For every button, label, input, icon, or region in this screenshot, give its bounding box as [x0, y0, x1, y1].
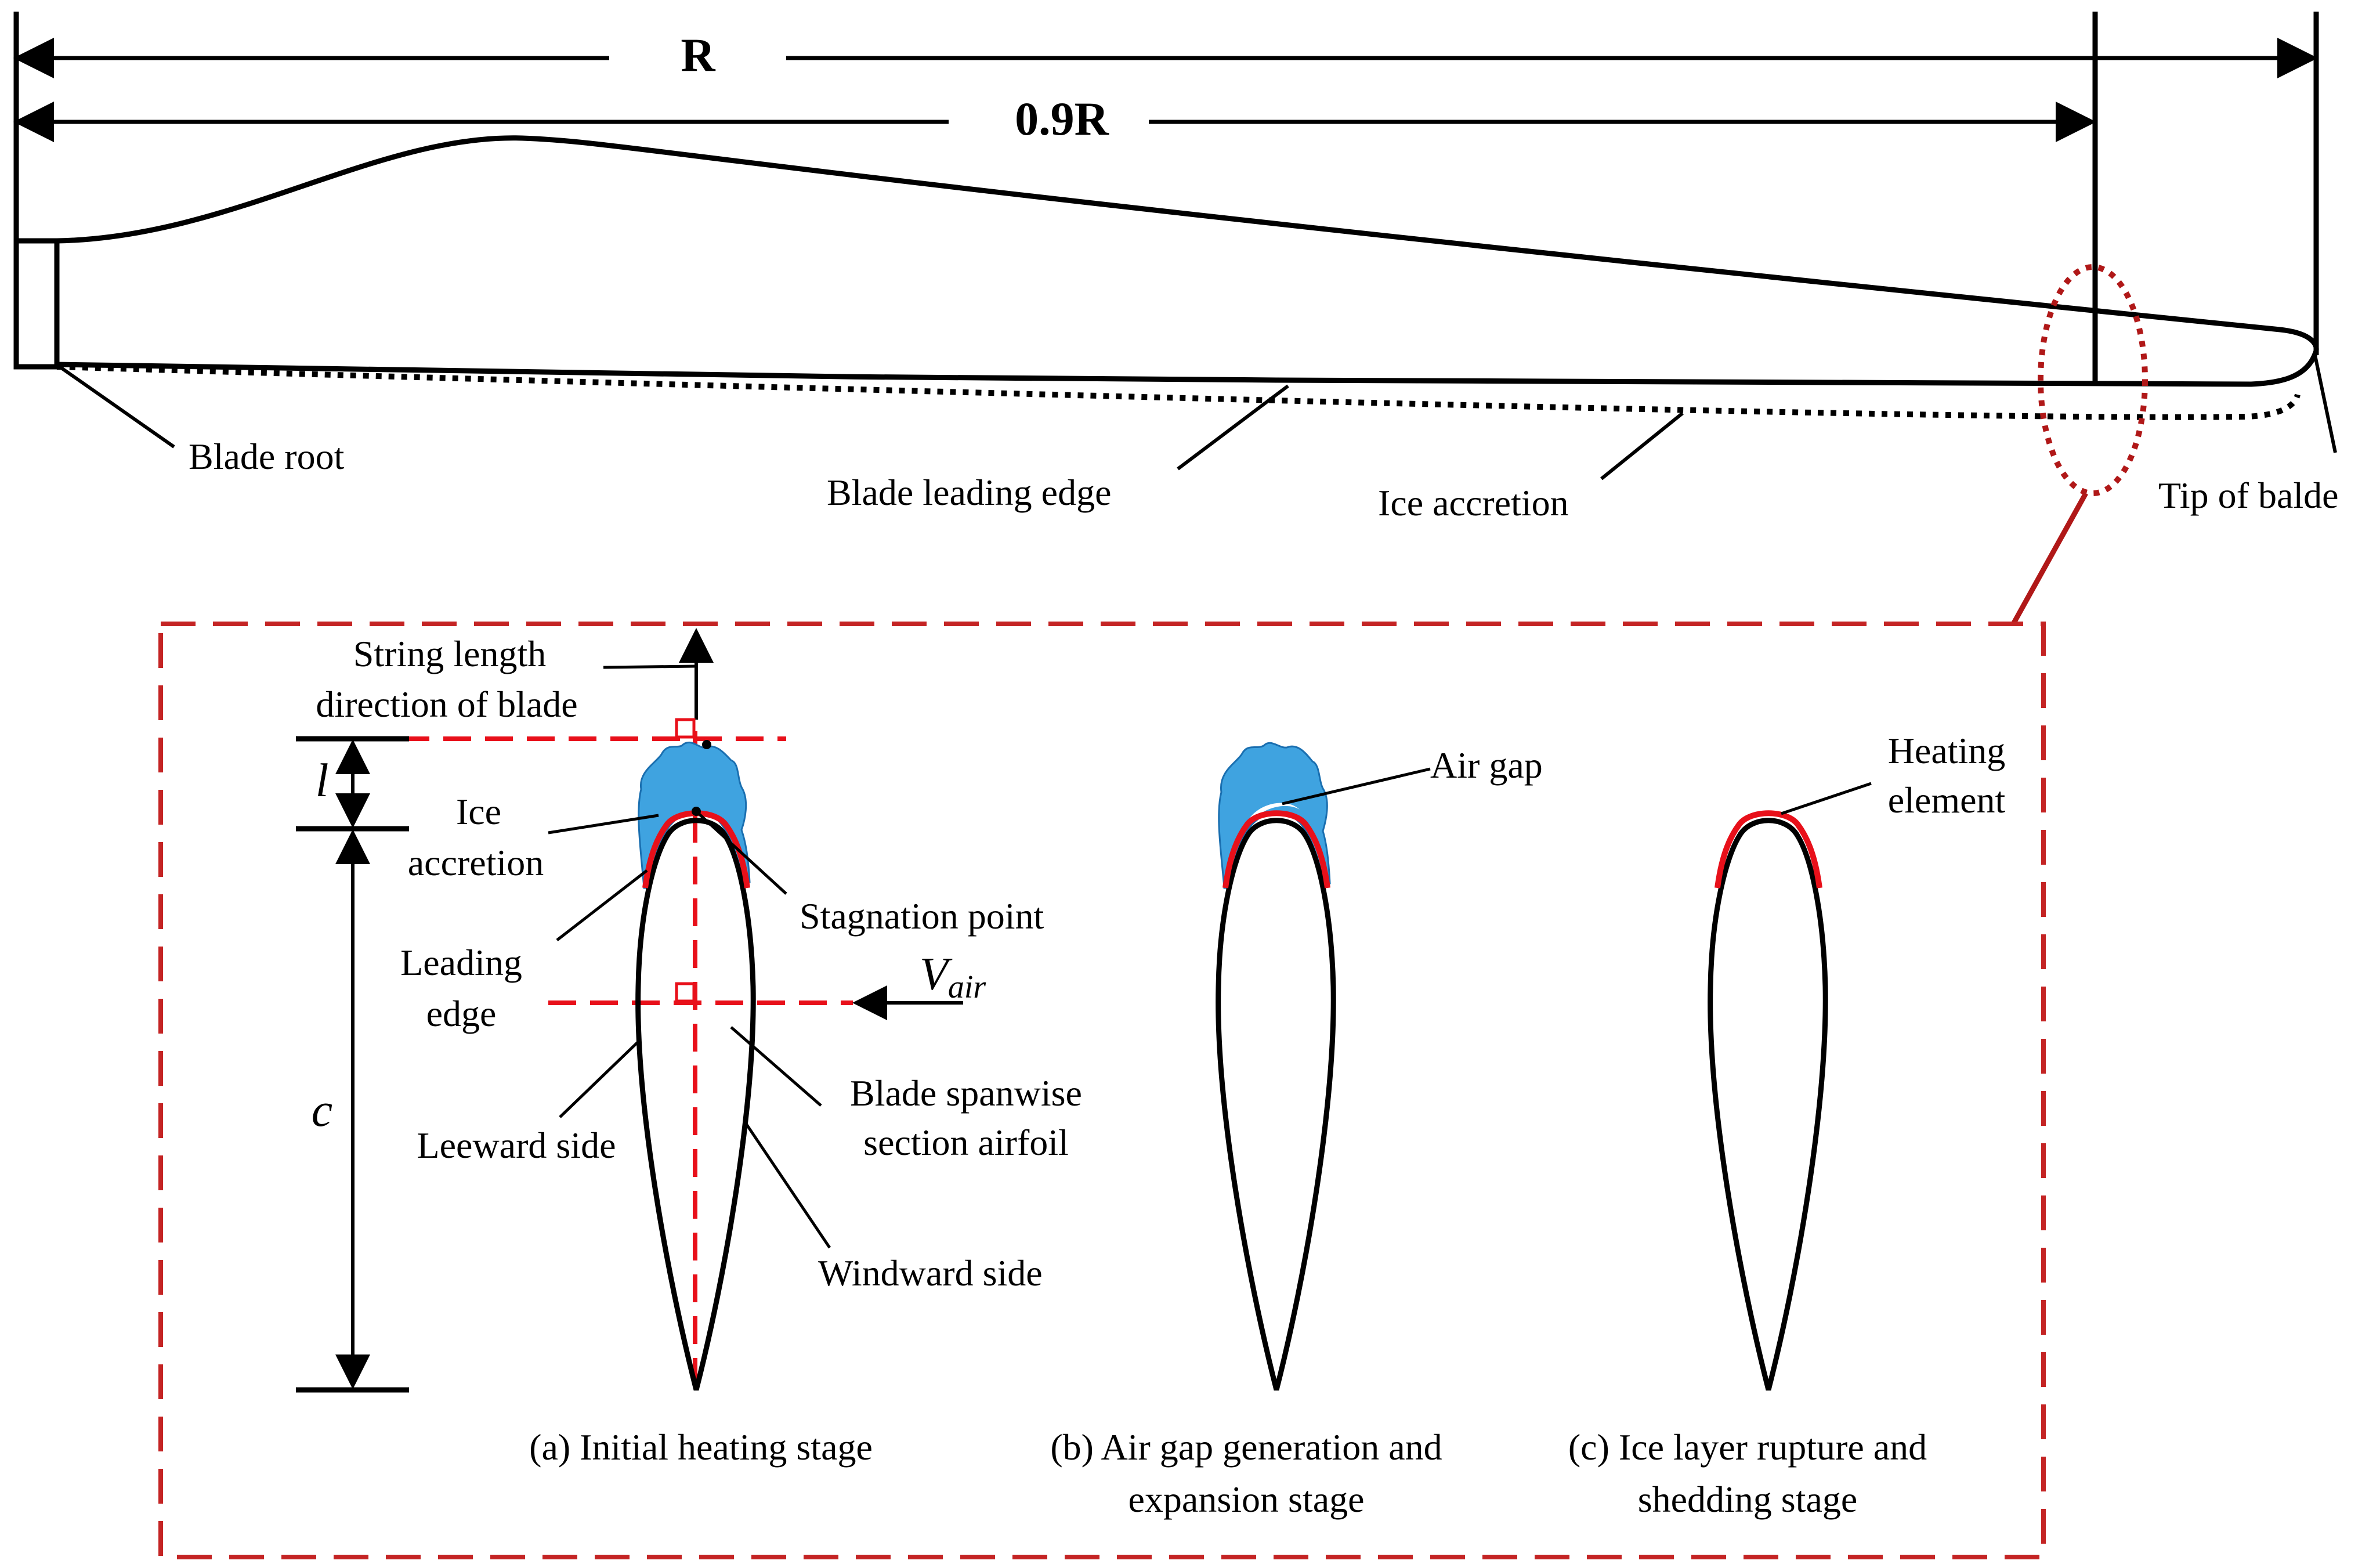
airfoil-a: [635, 818, 756, 1391]
leading-edge-leader: [556, 869, 648, 941]
string-length-label-1: String length: [353, 633, 546, 674]
blade-section-leader: [730, 1026, 822, 1107]
stagnation-point-label: Stagnation point: [800, 895, 1044, 937]
panel-b: Air gap (b) Air gap generation and expan…: [1050, 742, 1543, 1520]
blade-root-label: Blade root: [189, 436, 345, 477]
blade-section-label-1: Blade spanwise: [850, 1072, 1082, 1114]
blade-section-label-2: section airfoil: [863, 1122, 1069, 1163]
zoom-connector: [2011, 492, 2088, 626]
caption-b-line2: expansion stage: [1128, 1479, 1365, 1520]
r09-label: 0.9R: [1015, 92, 1109, 145]
right-angle-marker-mid: [675, 982, 696, 1003]
panel-a: String length direction of blade l c: [296, 628, 1082, 1468]
airfoil-b: [1216, 818, 1336, 1391]
blade-outline: [56, 135, 2319, 387]
leeward-leader: [559, 1041, 639, 1118]
leeward-side-label: Leeward side: [417, 1125, 616, 1166]
caption-c-line2: shedding stage: [1638, 1479, 1858, 1520]
ice-accretion-label: Ice accretion: [1378, 482, 1569, 523]
leading-edge-label-2: edge: [426, 993, 497, 1034]
blade-leading-edge-label: Blade leading edge: [827, 472, 1111, 513]
heating-element-label-2: element: [1888, 779, 2006, 821]
vair-sub: air: [948, 969, 986, 1005]
windward-side-label: Windward side: [818, 1252, 1043, 1294]
leading-edge-label-1: Leading: [400, 942, 522, 983]
panel-c: Heating element (c) Ice layer rupture an…: [1568, 730, 2006, 1520]
air-gap-label: Air gap: [1430, 745, 1543, 786]
windward-leader: [744, 1122, 831, 1249]
string-length-leader: [603, 664, 696, 669]
stagnation-leader: [696, 811, 787, 895]
l-label: l: [316, 754, 329, 807]
vair-label: Vair: [920, 949, 986, 1005]
ice-accretion-dotted-line: [56, 364, 2301, 420]
zoom-ellipse: [2038, 264, 2148, 496]
caption-a: (a) Initial heating stage: [529, 1426, 873, 1468]
blade-root-leader: [57, 364, 175, 449]
air-gap-leader: [1282, 767, 1431, 806]
heating-element-leader: [1781, 782, 1872, 815]
blade-overview: R 0.9R Blade root Blade leading edge Ice…: [13, 12, 2339, 626]
heating-element-label-1: Heating: [1888, 730, 2006, 771]
r-label: R: [681, 28, 715, 81]
detail-box: [158, 622, 2046, 1559]
caption-c-line1: (c) Ice layer rupture and: [1568, 1426, 1927, 1468]
string-length-label-2: direction of blade: [316, 684, 577, 725]
heating-element-c: [1715, 810, 1822, 888]
vair-main: V: [920, 949, 953, 1000]
tip-leader: [2313, 355, 2337, 453]
ice-accretion-detail-label-2: accretion: [408, 842, 544, 883]
right-angle-marker-top: [675, 718, 696, 739]
airfoil-c: [1708, 818, 1828, 1391]
caption-b-line1: (b) Air gap generation and: [1050, 1426, 1442, 1468]
tip-of-blade-label: Tip of balde: [2158, 475, 2339, 516]
ice-accretion-leader: [1600, 411, 1684, 481]
blade-root-rect: [13, 238, 60, 370]
blade-leading-edge-leader: [1177, 384, 1289, 471]
stagnation-dot-top: [702, 740, 711, 749]
ice-accretion-detail-leader: [548, 814, 659, 835]
heating-element-b: [1222, 810, 1330, 888]
ice-accretion-detail-label-1: Ice: [456, 791, 501, 832]
c-label: c: [312, 1083, 332, 1136]
